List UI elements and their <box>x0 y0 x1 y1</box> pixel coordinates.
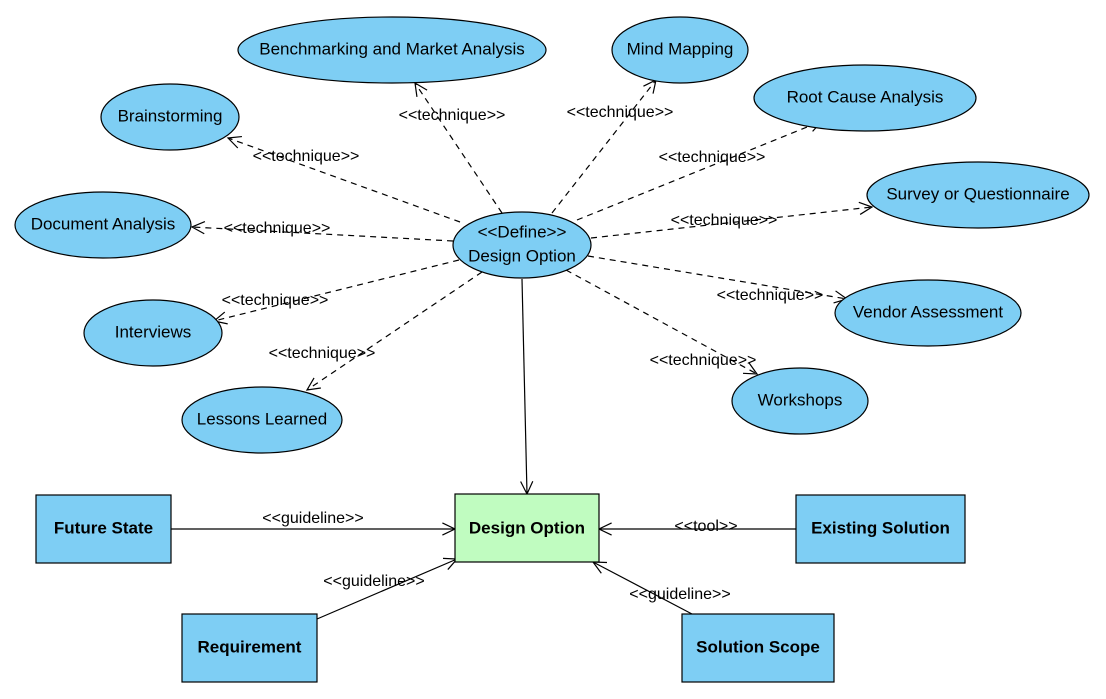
technique-edge-interviews <box>213 259 460 322</box>
technique-node-survey[interactable] <box>866 161 1090 229</box>
technique-node-brainstorming[interactable] <box>100 83 240 151</box>
input-label: Solution Scope <box>696 637 820 656</box>
technique-label: Workshops <box>758 390 843 409</box>
input-edge-requirement <box>316 558 458 620</box>
input-edge-label: <<guideline>> <box>262 510 363 527</box>
technique-node-workshops[interactable] <box>731 367 869 435</box>
technique-node-lessons-learned[interactable] <box>181 386 343 454</box>
input-box-existing-solution[interactable] <box>795 494 966 564</box>
input-box-solution-scope[interactable] <box>681 613 835 683</box>
technique-edge-label: <<technique>> <box>399 107 506 124</box>
technique-label: Vendor Assessment <box>853 302 1004 321</box>
define-label: Design Option <box>468 246 576 265</box>
technique-edge-lessons-learned-arrowhead <box>305 377 321 391</box>
technique-edge-label: <<technique>> <box>717 287 824 304</box>
input-label: Future State <box>54 518 153 537</box>
technique-edge-workshops-arrowhead <box>742 362 759 375</box>
technique-edge-benchmarking <box>414 82 503 214</box>
technique-edge-label: <<technique>> <box>222 292 329 309</box>
technique-label: Survey or Questionnaire <box>886 184 1069 203</box>
technique-edge-label: <<technique>> <box>253 148 360 165</box>
input-label: Requirement <box>198 637 302 656</box>
technique-edge-label: <<technique>> <box>224 220 331 237</box>
technique-edge-label: <<technique>> <box>659 149 766 166</box>
technique-edge-label: <<technique>> <box>671 212 778 229</box>
input-edge-label: <<guideline>> <box>629 586 730 603</box>
technique-edge-survey-arrowhead <box>858 201 874 215</box>
technique-edge-label: <<technique>> <box>650 352 757 369</box>
technique-edge-brainstorming-arrowhead <box>226 135 242 149</box>
input-edge-label: <<guideline>> <box>323 573 424 590</box>
technique-node-mind-mapping[interactable] <box>611 16 749 84</box>
nodes-layer: Benchmarking and Market Analysis Mind Map… <box>14 16 1090 683</box>
technique-edge-root-cause-analysis <box>576 120 823 221</box>
technique-node-benchmarking[interactable] <box>237 16 547 84</box>
edge-labels-layer: <<technique>> <<technique>> <<technique>> <… <box>222 104 824 603</box>
define-to-design-option-edge <box>521 278 528 495</box>
technique-label: Brainstorming <box>118 106 223 125</box>
technique-label: Document Analysis <box>31 214 176 233</box>
technique-edge-benchmarking-arrowhead <box>414 81 428 97</box>
technique-edge-document-analysis-arrowhead <box>190 221 206 235</box>
technique-edge-survey <box>590 206 873 239</box>
input-box-requirement[interactable] <box>181 613 318 683</box>
technique-edge-label: <<technique>> <box>567 104 674 121</box>
input-edge-label: <<tool>> <box>674 518 737 535</box>
define-stereotype: <<Define>> <box>478 222 567 241</box>
technique-node-vendor-assessment[interactable] <box>834 279 1022 347</box>
technique-label: Benchmarking and Market Analysis <box>259 39 525 58</box>
technique-edge-mind-mapping <box>551 79 657 214</box>
technique-node-root-cause-analysis[interactable] <box>753 64 977 132</box>
input-label: Existing Solution <box>811 518 950 537</box>
technique-label: Interviews <box>115 322 192 341</box>
technique-label: Mind Mapping <box>627 39 734 58</box>
technique-node-document-analysis[interactable] <box>14 191 192 259</box>
technique-edge-label: <<technique>> <box>269 345 376 362</box>
technique-node-interviews[interactable] <box>83 299 223 367</box>
technique-label: Root Cause Analysis <box>787 87 944 106</box>
technique-edge-workshops <box>565 269 758 375</box>
technique-edge-lessons-learned <box>306 271 483 391</box>
design-option-box[interactable] <box>454 493 600 563</box>
input-edge-solution-scope <box>592 561 693 615</box>
design-option-label: Design Option <box>469 518 585 537</box>
input-box-future-state[interactable] <box>35 494 172 564</box>
technique-label: Lessons Learned <box>197 409 327 428</box>
define-design-option-node[interactable] <box>452 211 592 279</box>
technique-edge-brainstorming <box>227 137 461 223</box>
